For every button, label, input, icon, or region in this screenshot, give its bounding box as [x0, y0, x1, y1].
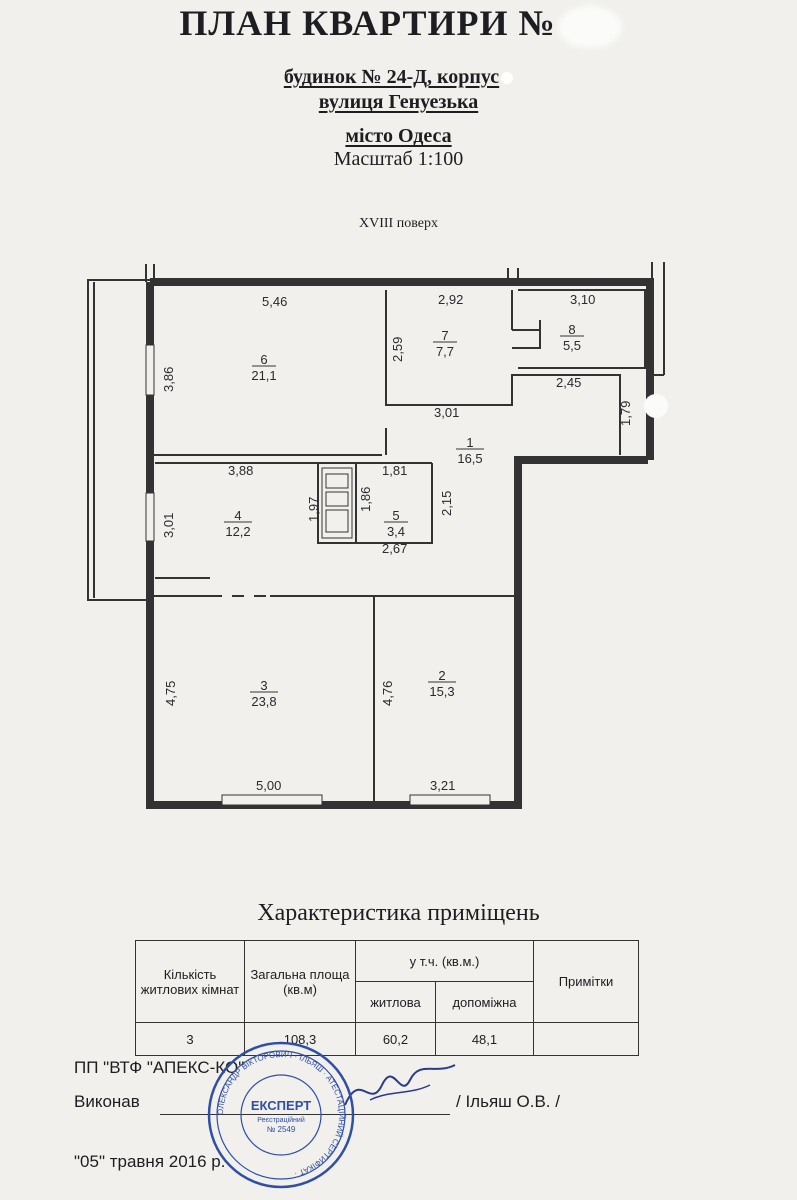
- cell-rooms-count: 3: [135, 1022, 245, 1056]
- room-2: 2 15,3: [428, 668, 456, 699]
- dim-500: 5,00: [256, 778, 281, 793]
- room-3: 3 23,8: [250, 678, 278, 709]
- dim-181: 1,81: [382, 463, 407, 478]
- street-line: вулиця Генуезька: [0, 91, 797, 114]
- stamp-registry: Реєстраційний: [257, 1116, 305, 1124]
- plan-title-text: ПЛАН КВАРТИРИ №: [179, 3, 556, 43]
- house-line: будинок № 24-Д, корпус: [0, 66, 797, 89]
- expert-stamp: ОЛЕКСАНДР ВІКТОРОВИЧ · ІЛЬЯШ · АТЕСТАЦІЙ…: [207, 1041, 355, 1189]
- dim-321: 3,21: [430, 778, 455, 793]
- cell-notes: [533, 1022, 639, 1056]
- header-notes: Примітки: [533, 940, 639, 1023]
- header-rooms-count: Кількість житлових кімнат: [135, 940, 245, 1023]
- room-5-number: 5: [392, 508, 399, 523]
- header-living: житлова: [355, 981, 436, 1023]
- dim-388: 3,88: [228, 463, 253, 478]
- room-6-number: 6: [260, 352, 267, 367]
- city-line: місто Одеса: [0, 125, 797, 148]
- header-auxiliary: допоміжна: [434, 981, 535, 1023]
- floor-plan-drawing: 5,46 2,92 3,10 2,59 3,86 3,01 2,45 1,79 …: [87, 262, 668, 809]
- dim-259: 2,59: [390, 337, 405, 362]
- redaction-mark: [561, 9, 618, 44]
- dim-386: 3,86: [161, 367, 176, 392]
- room-3-area: 23,8: [251, 694, 276, 709]
- dim-197: 1,97: [306, 497, 321, 522]
- floor-label: XVIII поверх: [359, 216, 438, 231]
- room-8-number: 8: [568, 322, 575, 337]
- characteristics-title: Характеристика приміщень: [257, 900, 540, 926]
- dim-546: 5,46: [262, 294, 287, 309]
- room-7: 7 7,7: [433, 328, 457, 359]
- cell-living: 60,2: [355, 1022, 436, 1056]
- street-line-text: вулиця Генуезька: [318, 91, 479, 113]
- room-5: 5 3,4: [384, 508, 408, 539]
- dim-245: 2,45: [556, 375, 581, 390]
- dim-310: 3,10: [570, 292, 595, 307]
- room-5-area: 3,4: [387, 524, 405, 539]
- window-bottom-1: [221, 794, 323, 806]
- handwritten-signature: [344, 1064, 456, 1106]
- stamp-number: № 2549: [267, 1125, 296, 1134]
- city-line-text: місто Одеса: [345, 125, 452, 147]
- room-1: 1 16,5: [456, 435, 484, 466]
- outer-wall: [146, 282, 648, 809]
- room-8-area: 5,5: [563, 338, 581, 353]
- header-incl: у т.ч. (кв.м.): [355, 940, 534, 982]
- stamp-ring-text: ОЛЕКСАНДР ВІКТОРОВИЧ · ІЛЬЯШ · АТЕСТАЦІЙ…: [216, 1050, 346, 1178]
- window-left-2: [145, 492, 155, 542]
- room-6: 6 21,1: [251, 352, 276, 383]
- scale-line: Масштаб 1:100: [333, 148, 464, 170]
- room-1-number: 1: [466, 435, 473, 450]
- room-8: 8 5,5: [560, 322, 584, 353]
- window-left-1: [145, 344, 155, 396]
- redaction-mark-right: [644, 394, 668, 418]
- room-1-area: 16,5: [457, 451, 482, 466]
- room-4-number: 4: [234, 508, 241, 523]
- redaction-mark-small: [501, 72, 514, 85]
- house-line-text: будинок № 24-Д, корпус: [283, 66, 500, 88]
- room-3-number: 3: [260, 678, 267, 693]
- room-4-area: 12,2: [225, 524, 250, 539]
- document-date: "05" травня 2016 р.: [74, 1152, 226, 1171]
- room-2-number: 2: [438, 668, 445, 683]
- balcony-outline: [87, 279, 152, 601]
- room-6-area: 21,1: [251, 368, 276, 383]
- dim-476: 4,76: [380, 681, 395, 706]
- org-name: ПП "ВТФ "АПЕКС-КО": [74, 1058, 245, 1077]
- dim-292: 2,92: [438, 292, 463, 307]
- window-bottom-2: [409, 794, 491, 806]
- dim-301b: 3,01: [161, 513, 176, 538]
- dim-475: 4,75: [163, 681, 178, 706]
- dim-179: 1,79: [618, 401, 633, 426]
- signature-line: [160, 1114, 450, 1115]
- executor-name: / Ільяш О.В. /: [456, 1092, 560, 1111]
- dim-186: 1,86: [358, 487, 373, 512]
- room-7-number: 7: [441, 328, 448, 343]
- characteristics-table: Кількість житлових кімнат Загальна площа…: [135, 940, 639, 1056]
- dim-215: 2,15: [439, 491, 454, 516]
- stamp-title: ЕКСПЕРТ: [251, 1098, 311, 1113]
- executed-label: Виконав: [74, 1092, 140, 1111]
- room-2-area: 15,3: [429, 684, 454, 699]
- dim-301a: 3,01: [434, 405, 459, 420]
- room-7-area: 7,7: [436, 344, 454, 359]
- dim-267: 2,67: [382, 541, 407, 556]
- cell-auxiliary: 48,1: [434, 1022, 535, 1056]
- plan-title: ПЛАН КВАРТИРИ №: [0, 2, 797, 44]
- header-total-area: Загальна площа (кв.м): [244, 940, 356, 1023]
- room-4: 4 12,2: [224, 508, 252, 539]
